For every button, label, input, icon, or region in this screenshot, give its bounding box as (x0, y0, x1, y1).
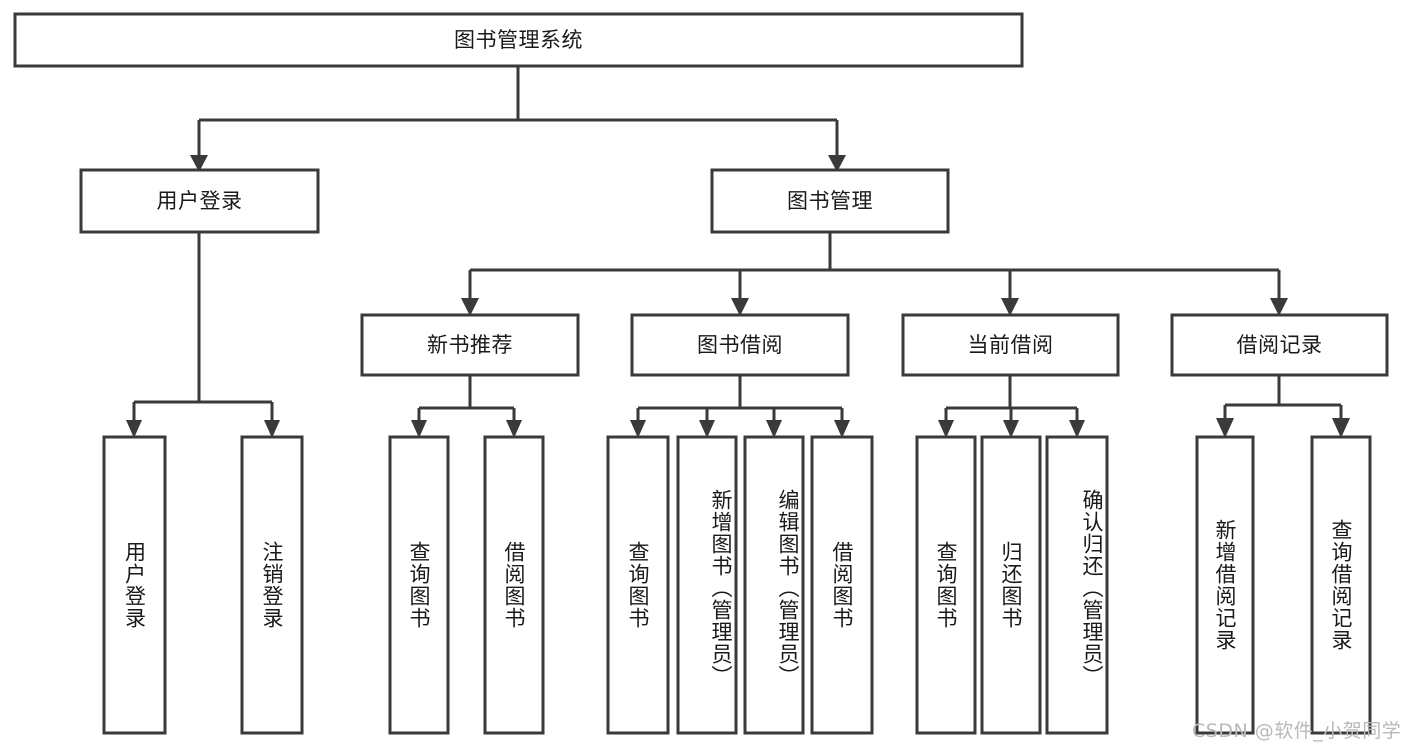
node-box-leaf-add-book[interactable] (676, 435, 738, 735)
node-box-leaf-borrow-book[interactable] (810, 435, 874, 735)
watermark-text: CSDN @软件_小贺同学 (1192, 720, 1402, 742)
connector-user-login-to-leaves (126, 232, 280, 438)
node-box-current-borrow[interactable] (901, 313, 1120, 377)
connector-new-book-recommend-to-leaves (411, 375, 522, 438)
arrowhead-leaf-borrow-book-recommend (506, 420, 522, 438)
arrowhead-borrow-record (1270, 298, 1288, 316)
arrowhead-current-borrow (1001, 298, 1019, 316)
connector-root-to-level2 (190, 66, 846, 172)
node-box-root[interactable] (13, 12, 1024, 68)
node-box-leaf-query-book[interactable] (606, 435, 670, 735)
node-box-leaf-query-borrow-record[interactable] (1310, 435, 1372, 735)
arrowhead-leaf-query-book (630, 420, 646, 438)
node-box-book-management[interactable] (710, 168, 950, 234)
arrowhead-new-book-recommend (461, 298, 479, 316)
arrowhead-leaf-query-borrow-record (1332, 418, 1350, 438)
connector-book-management-to-level3 (461, 232, 1288, 316)
connector-borrow-record-to-leaves (1216, 375, 1350, 438)
node-box-leaf-query-book-recommend[interactable] (388, 435, 450, 735)
arrowhead-book-borrow (731, 298, 749, 316)
node-box-borrow-record[interactable] (1170, 313, 1389, 377)
arrowhead-leaf-return-book (1003, 420, 1019, 438)
node-box-leaf-query-book-current[interactable] (915, 435, 977, 735)
arrowhead-leaf-user-logout (264, 420, 280, 438)
node-box-leaf-user-logout[interactable] (240, 435, 304, 735)
arrowhead-leaf-query-book-current (938, 420, 954, 438)
connector-current-borrow-to-leaves (938, 375, 1085, 438)
node-box-leaf-return-book[interactable] (980, 435, 1042, 735)
node-box-user-login[interactable] (79, 168, 320, 234)
arrowhead-user-login (190, 155, 208, 172)
arrowhead-leaf-add-book (699, 420, 715, 438)
node-box-leaf-user-login[interactable] (102, 435, 167, 735)
node-box-leaf-add-borrow-record[interactable] (1195, 435, 1255, 735)
connector-book-borrow-to-leaves (630, 375, 850, 438)
node-box-new-book-recommend[interactable] (360, 313, 580, 377)
node-box-book-borrow[interactable] (630, 313, 850, 377)
node-box-leaf-confirm-return[interactable] (1045, 435, 1109, 735)
arrowhead-leaf-query-book-recommend (411, 420, 427, 438)
arrowhead-leaf-borrow-book (834, 420, 850, 438)
arrowhead-book-management (828, 155, 846, 172)
arrowhead-leaf-confirm-return (1069, 420, 1085, 438)
node-box-leaf-borrow-book-recommend[interactable] (483, 435, 545, 735)
arrowhead-leaf-user-login (126, 420, 142, 438)
arrowhead-leaf-add-borrow-record (1216, 418, 1234, 438)
arrowhead-leaf-edit-book (766, 420, 782, 438)
node-box-leaf-edit-book[interactable] (743, 435, 805, 735)
